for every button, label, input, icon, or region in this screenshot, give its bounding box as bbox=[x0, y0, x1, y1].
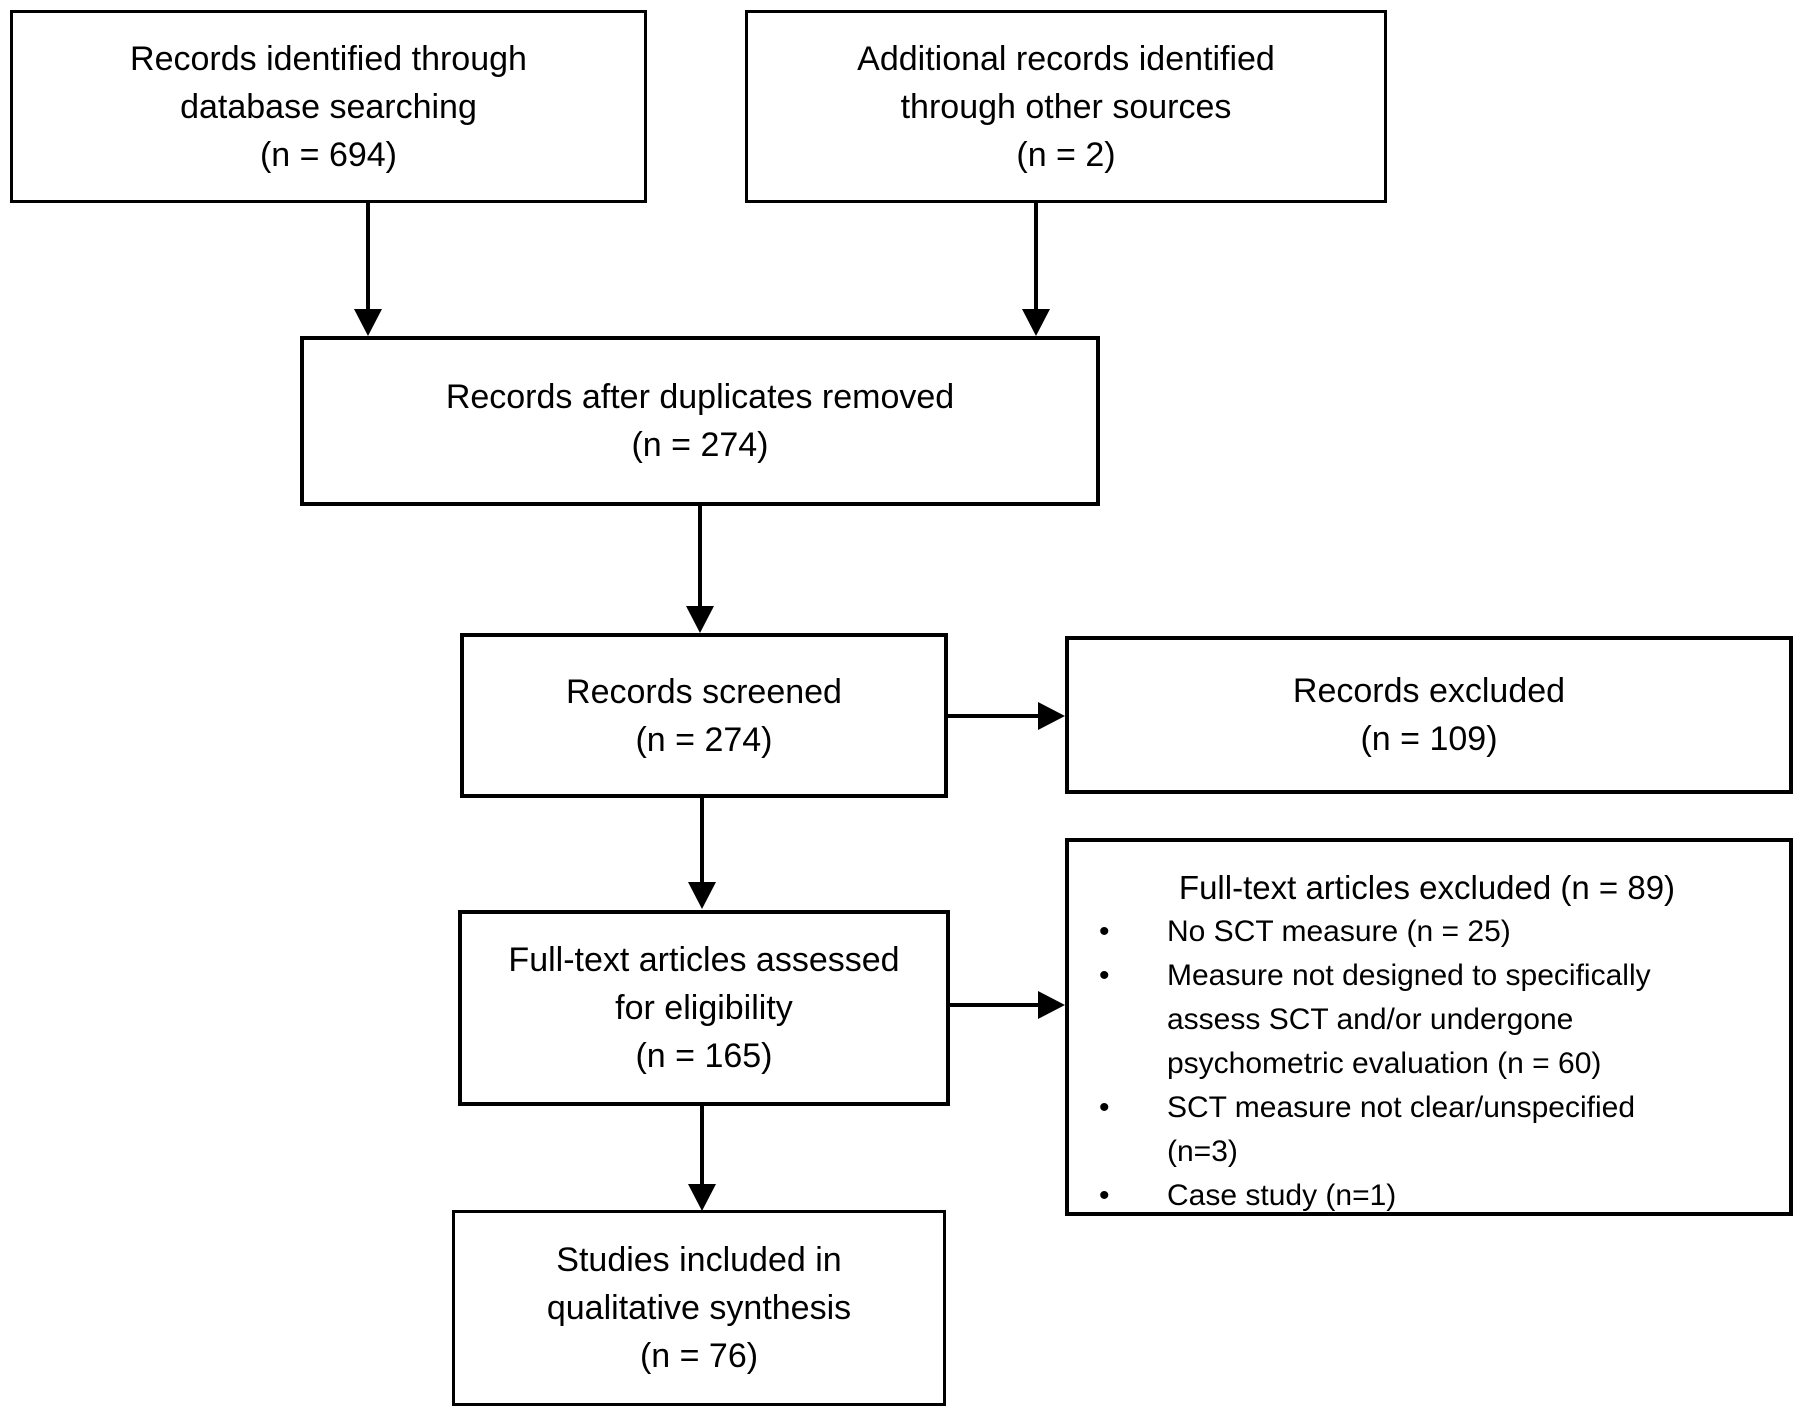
bullet-icon: • bbox=[1099, 959, 1110, 992]
box-records-identified-database: Records identified through database sear… bbox=[10, 10, 647, 203]
exclusion-reason-item: • No SCT measure (n = 25) bbox=[1083, 910, 1771, 954]
arrow-line bbox=[366, 203, 370, 311]
fulltext-excluded-title: Full-text articles excluded (n = 89) bbox=[1178, 869, 1676, 906]
exclusion-reason-item: • SCT measure not clear/unspecified (n=3… bbox=[1083, 1086, 1771, 1174]
box-fulltext-articles-assessed: Full-text articles assessed for eligibil… bbox=[458, 910, 950, 1106]
exclusion-reason-text: SCT measure not clear/unspecified (n=3) bbox=[1167, 1091, 1636, 1168]
arrowhead-down-icon bbox=[688, 882, 716, 909]
arrowhead-down-icon bbox=[1022, 309, 1050, 336]
box-records-excluded: Records excluded (n = 109) bbox=[1065, 636, 1793, 794]
arrowhead-down-icon bbox=[686, 606, 714, 633]
box-studies-included-qualitative: Studies included in qualitative synthesi… bbox=[452, 1210, 946, 1406]
box-records-excluded-label: Records excluded (n = 109) bbox=[1292, 672, 1566, 758]
arrow-line bbox=[950, 1003, 1040, 1007]
arrowhead-down-icon bbox=[354, 309, 382, 336]
box-fulltext-articles-assessed-label: Full-text articles assessed for eligibil… bbox=[508, 941, 900, 1075]
exclusion-reason-text: Case study (n=1) bbox=[1167, 1179, 1397, 1212]
bullet-icon: • bbox=[1099, 1091, 1110, 1124]
box-records-after-duplicates-removed-label: Records after duplicates removed (n = 27… bbox=[445, 378, 955, 464]
arrowhead-right-icon bbox=[1038, 991, 1065, 1019]
box-records-screened-label: Records screened (n = 274) bbox=[566, 672, 842, 759]
bullet-icon: • bbox=[1099, 1179, 1110, 1212]
arrow-line bbox=[1034, 203, 1038, 311]
arrow-line bbox=[698, 506, 702, 608]
box-additional-records-other-sources: Additional records identified through ot… bbox=[745, 10, 1387, 203]
box-studies-included-qualitative-label: Studies included in qualitative synthesi… bbox=[546, 1241, 852, 1375]
arrow-line bbox=[948, 714, 1040, 718]
exclusion-reason-text: Measure not designed to specifically ass… bbox=[1167, 959, 1651, 1080]
exclusion-reason-item: • Measure not designed to specifically a… bbox=[1083, 954, 1771, 1086]
box-additional-records-other-sources-label: Additional records identified through ot… bbox=[857, 39, 1275, 174]
arrowhead-right-icon bbox=[1038, 702, 1065, 730]
arrowhead-down-icon bbox=[688, 1184, 716, 1211]
box-records-screened: Records screened (n = 274) bbox=[460, 633, 948, 798]
box-records-after-duplicates-removed: Records after duplicates removed (n = 27… bbox=[300, 336, 1100, 506]
box-fulltext-articles-excluded: Full-text articles excluded (n = 89) • N… bbox=[1065, 838, 1793, 1216]
exclusion-reason-item: • Case study (n=1) bbox=[1083, 1174, 1771, 1218]
exclusion-reason-text: No SCT measure (n = 25) bbox=[1167, 915, 1511, 948]
bullet-icon: • bbox=[1099, 915, 1110, 948]
arrow-line bbox=[700, 798, 704, 884]
arrow-line bbox=[700, 1106, 704, 1186]
box-records-identified-database-label: Records identified through database sear… bbox=[130, 39, 527, 174]
